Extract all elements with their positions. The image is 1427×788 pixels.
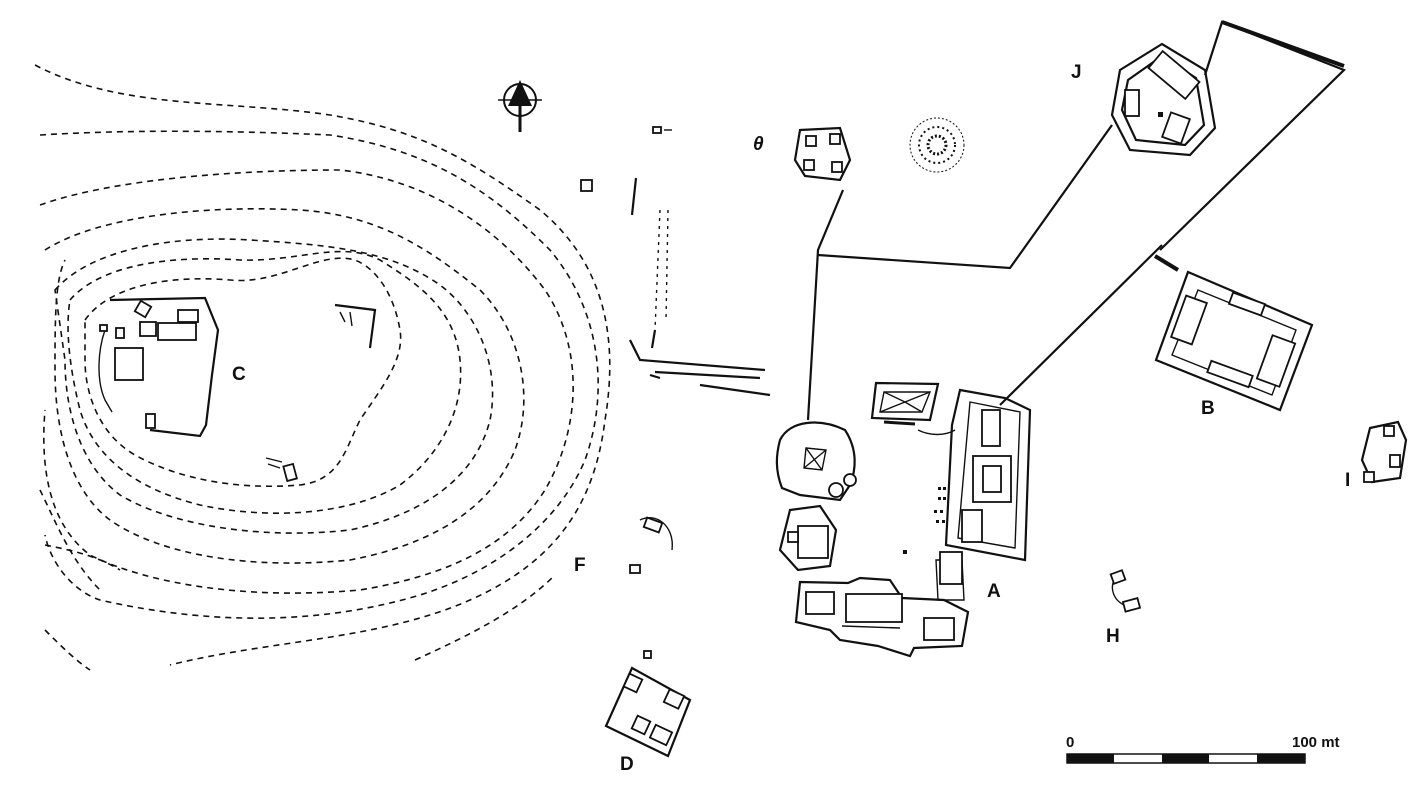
theta-feature: θ: [753, 126, 852, 182]
structure-group-a: [775, 381, 1032, 658]
small-features-north: [580, 126, 771, 397]
map-label-i: I: [1345, 470, 1350, 491]
structure-i: [1360, 420, 1408, 484]
map-label-theta: θ: [753, 134, 764, 155]
structure-group-c: [98, 296, 377, 483]
map-label-c: C: [232, 364, 246, 385]
map-label-h: H: [1106, 626, 1120, 647]
map-label-j: J: [1071, 62, 1082, 83]
structure-b: [1154, 270, 1314, 412]
structure-d: [604, 650, 692, 758]
causeway-walls: [806, 20, 1346, 421]
vegetation-cluster: [909, 117, 965, 173]
structure-j: [1110, 42, 1217, 157]
structure-h: [1109, 569, 1142, 613]
map-label-f: F: [574, 555, 586, 576]
structure-labels: J B C I F A H D: [232, 62, 1350, 775]
map-label-d: D: [620, 754, 634, 775]
map-label-a: A: [987, 581, 1001, 602]
scale-bar: 0 100 mt: [1066, 734, 1340, 764]
contour-lines: [34, 64, 611, 671]
scale-label-end: 100 mt: [1292, 734, 1340, 751]
north-arrow-icon: [498, 80, 542, 132]
structure-f: [629, 516, 673, 574]
scale-label-start: 0: [1066, 734, 1074, 751]
map-label-b: B: [1201, 398, 1215, 419]
